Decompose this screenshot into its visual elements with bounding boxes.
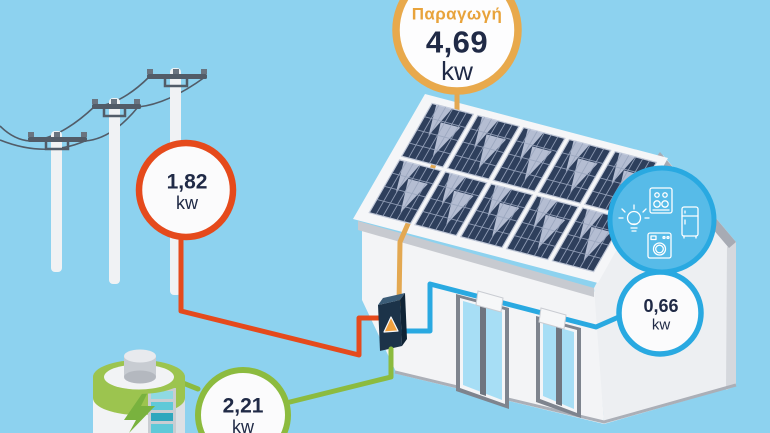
- consumption-badge: [616, 269, 704, 357]
- grid-badge: [135, 139, 237, 241]
- fridge-icon: [681, 206, 699, 239]
- battery: [93, 349, 185, 433]
- house-eave-shadow: [358, 221, 594, 297]
- grid-flow-line: [178, 233, 387, 358]
- appliances-circle: [607, 165, 717, 275]
- battery-badge: [195, 367, 291, 433]
- production-badge: [392, 0, 522, 95]
- house-gable-shade: [726, 242, 736, 390]
- window: [456, 294, 509, 409]
- consumption-flow-line: [400, 281, 624, 334]
- battery-bolt-icon: [124, 388, 155, 433]
- battery-terminal: [124, 349, 156, 384]
- window-vent: [475, 290, 504, 313]
- warning-triangle-icon: [383, 316, 399, 333]
- stove-icon: [649, 187, 673, 214]
- inverter-box: [378, 293, 407, 351]
- washing-machine-icon: [647, 232, 672, 259]
- battery-charge-window: [148, 388, 176, 433]
- utility-pole: [28, 131, 87, 272]
- window: [536, 316, 581, 418]
- utility-pole: [92, 98, 141, 284]
- window-vent: [538, 307, 567, 330]
- light-bulb-icon: [618, 204, 650, 232]
